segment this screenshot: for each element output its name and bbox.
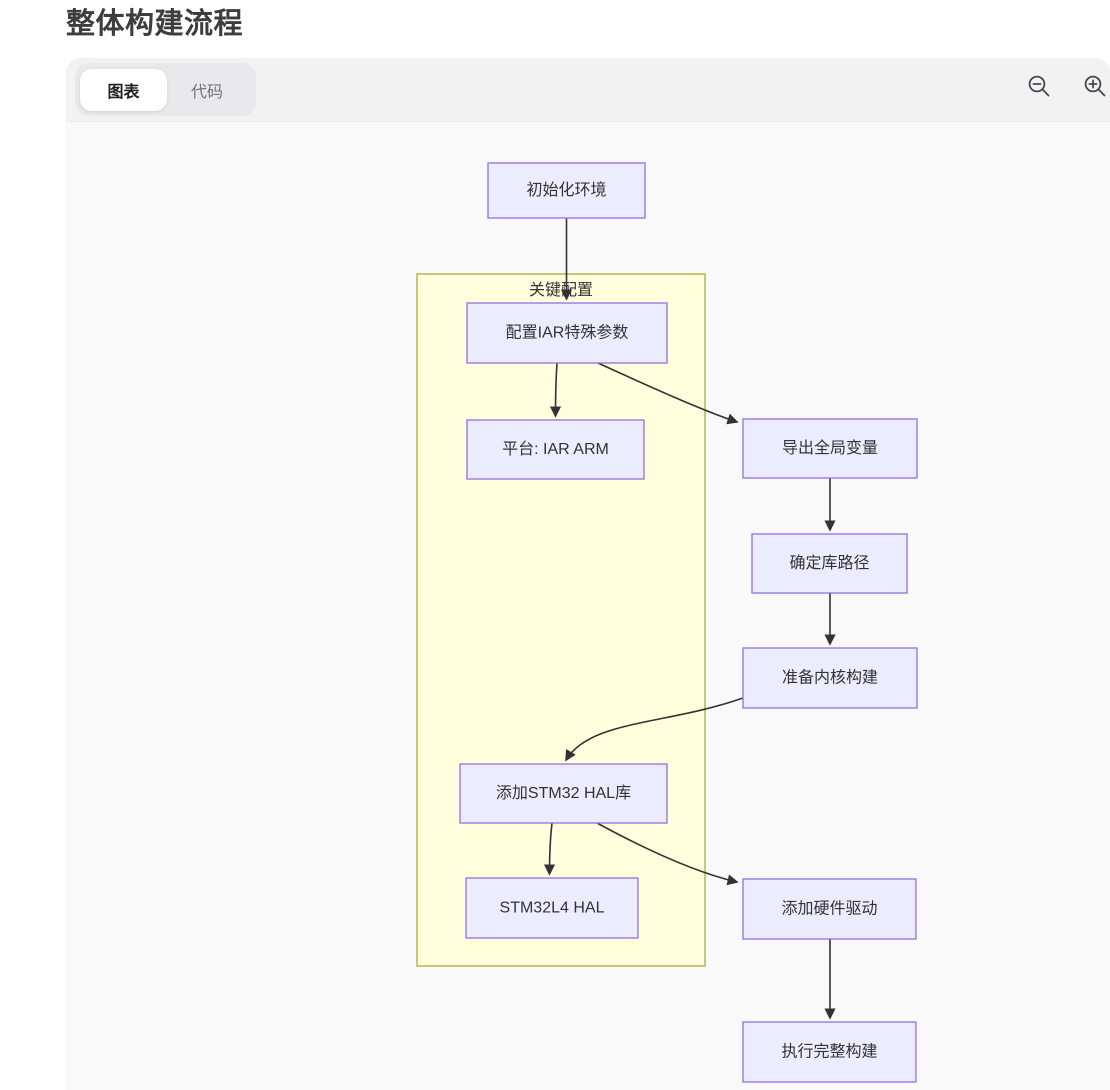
view-tab-group: 图表 代码: [75, 63, 256, 116]
node-label: 初始化环境: [526, 180, 606, 199]
node-label: 准备内核构建: [782, 669, 878, 687]
edge-addhal-to-stm32l4: [543, 822, 556, 876]
edge-kernel-to-addhal: [565, 697, 744, 762]
node-label: 添加STM32 HAL库: [496, 784, 631, 802]
node-label: 导出全局变量: [782, 439, 878, 457]
magnifier-plus-icon: [1084, 75, 1105, 96]
flow-node-platform: 平台: IAR ARM: [466, 419, 645, 480]
zoom-in-button[interactable]: [1080, 71, 1110, 101]
zoom-controls: [1024, 71, 1110, 101]
flow-node-add-hal: 添加STM32 HAL库: [459, 763, 668, 824]
flow-node-init: 初始化环境: [487, 162, 646, 219]
edge-addhal-to-hwdriver: [596, 822, 739, 886]
node-label: 确定库路径: [789, 554, 869, 572]
cluster-key-config: 关键配置: [416, 273, 706, 967]
node-label: 平台: IAR ARM: [502, 440, 609, 458]
tab-code[interactable]: 代码: [167, 69, 247, 111]
cluster-label: 关键配置: [529, 281, 593, 299]
tab-diagram[interactable]: 图表: [80, 68, 167, 111]
flow-node-config-iar: 配置IAR特殊参数: [466, 302, 668, 364]
edge-config-to-platform: [549, 362, 562, 418]
edge-config-to-export: [597, 362, 739, 425]
flow-node-hw-driver: 添加硬件驱动: [742, 878, 917, 940]
flow-node-kernel-prep: 准备内核构建: [742, 647, 918, 709]
flow-node-stm32l4-hal: STM32L4 HAL: [465, 877, 639, 939]
flowchart-svg: 关键配置 初始化环境 配置IAR特殊参数: [416, 162, 918, 1083]
zoom-out-button[interactable]: [1024, 71, 1054, 101]
node-label: 添加硬件驱动: [781, 900, 877, 918]
flow-edges: [543, 218, 836, 1020]
node-label: 配置IAR特殊参数: [506, 324, 629, 342]
flow-node-export-vars: 导出全局变量: [742, 418, 918, 479]
diagram-card: 图表 代码: [66, 58, 1110, 1090]
diagram-toolbar: 图表 代码: [66, 58, 1110, 122]
node-label: STM32L4 HAL: [500, 900, 605, 917]
flow-node-full-build: 执行完整构建: [742, 1021, 917, 1083]
magnifier-minus-icon: [1028, 75, 1049, 96]
node-label: 执行完整构建: [781, 1043, 877, 1061]
diagram-canvas[interactable]: 关键配置 初始化环境 配置IAR特殊参数: [66, 122, 1110, 1090]
flow-node-lib-path: 确定库路径: [751, 533, 908, 594]
page-title: 整体构建流程: [66, 8, 244, 40]
